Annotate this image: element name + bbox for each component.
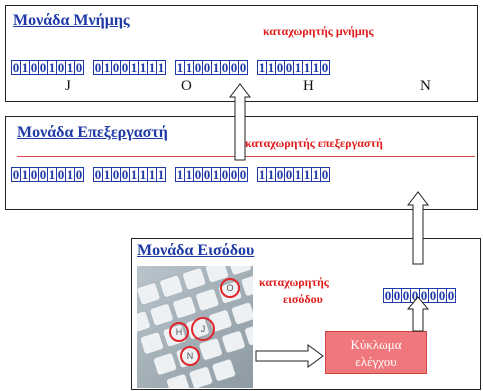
memory-register-bit: 0 — [238, 60, 248, 75]
processor-register-bit: 0 — [238, 167, 248, 182]
key-h-letter: H — [176, 327, 183, 337]
memory-letter: H — [303, 78, 314, 94]
processor-title-underline — [17, 156, 475, 157]
memory-unit-title: Μονάδα Μνήμης — [13, 12, 130, 29]
keyboard-photo: O J H N — [137, 266, 253, 388]
key-o-highlight — [220, 278, 240, 298]
control-circuit-line1: Κύκλωμα — [350, 337, 402, 352]
input-register-label-line1: καταχωρητής — [259, 275, 329, 289]
memory-letter: O — [181, 78, 192, 94]
processor-register-bit: 0 — [320, 167, 330, 182]
control-circuit-line2: ελέγχου — [355, 354, 397, 369]
key-j-highlight — [191, 317, 215, 341]
key-j-letter: J — [201, 324, 206, 334]
processor-unit-title: Μονάδα Επεξεργαστή — [17, 124, 168, 141]
input-register-bit: 0 — [446, 288, 456, 303]
memory-register-bit: 0 — [320, 60, 330, 75]
memory-register-label: καταχωρητής μνήμης — [263, 24, 374, 38]
key-n-highlight — [180, 346, 200, 366]
processor-register-label: καταχωρητής επεξεργαστή — [245, 136, 383, 150]
keyboard-image: O J H N — [137, 266, 253, 388]
input-register-label-line2: εισόδου — [283, 292, 323, 306]
memory-letter: J — [65, 78, 71, 94]
key-n-letter: N — [187, 351, 194, 361]
key-o-letter: O — [226, 283, 233, 293]
processor-register-bit: 0 — [74, 167, 84, 182]
input-unit-title: Μονάδα Εισόδου — [137, 242, 255, 259]
processor-register-bit: 1 — [156, 167, 166, 182]
memory-register-bit: 0 — [74, 60, 84, 75]
control-circuit-box: Κύκλωμα ελέγχου — [325, 331, 427, 374]
key-h-highlight — [169, 322, 189, 342]
memory-letter: N — [420, 78, 431, 94]
memory-register-bit: 1 — [156, 60, 166, 75]
